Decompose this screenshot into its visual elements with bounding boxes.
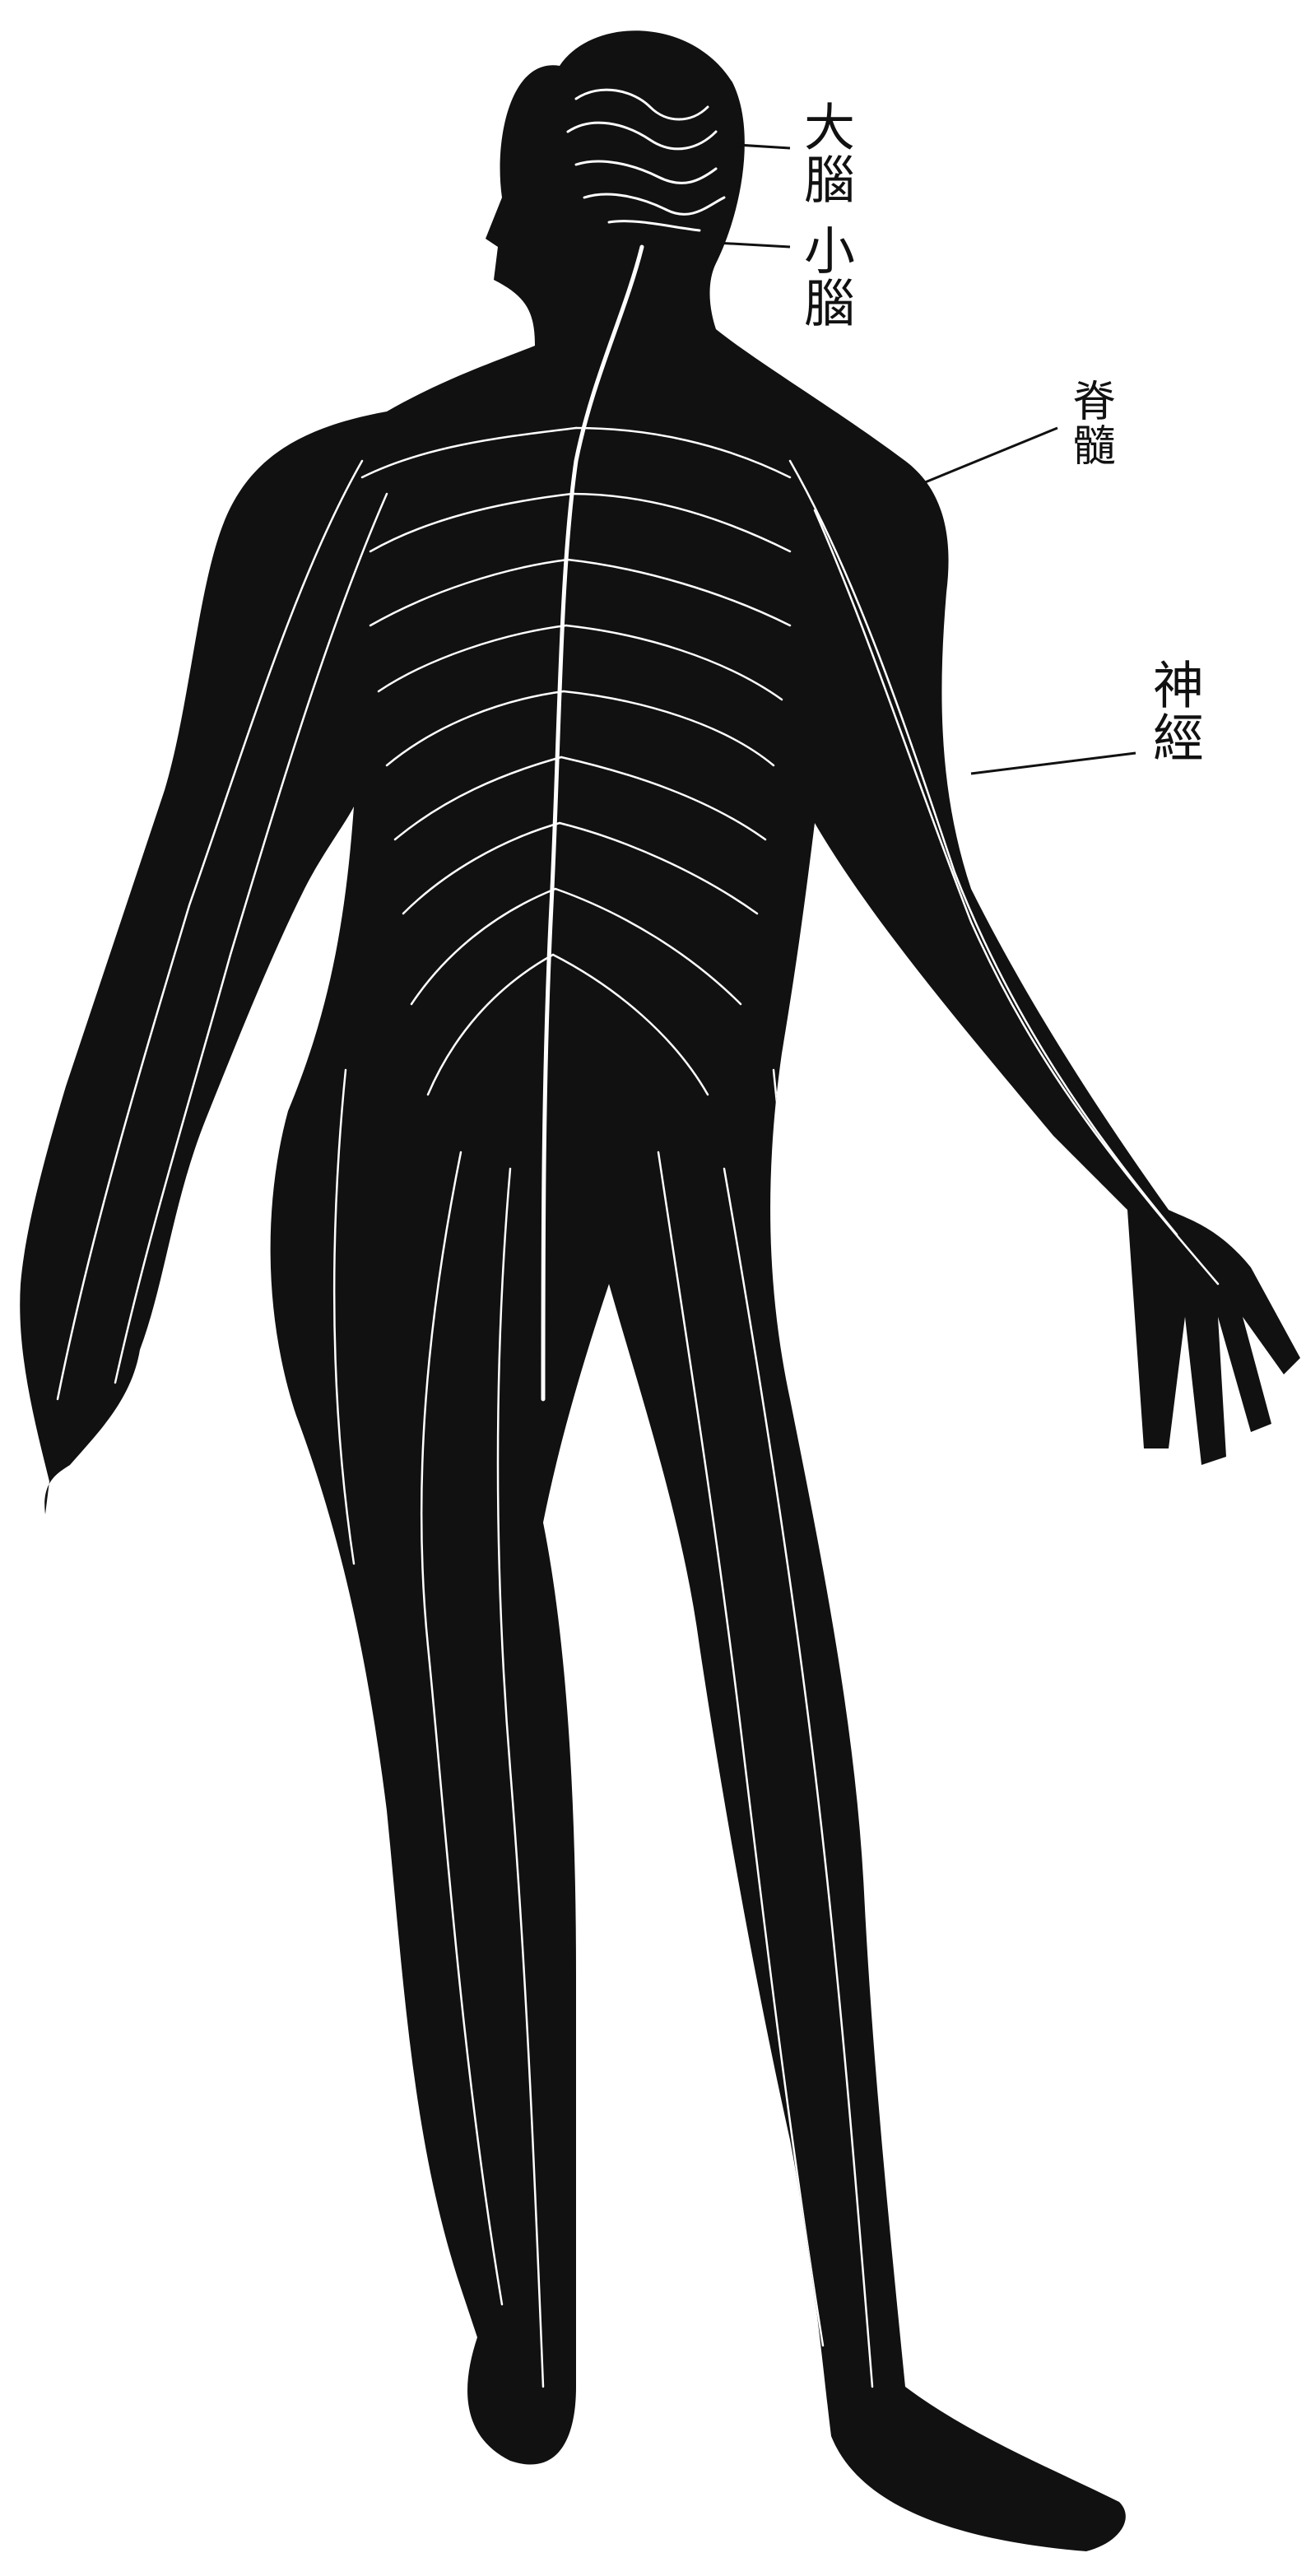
- label-cerebellum: 小腦: [797, 224, 852, 329]
- pointer-cerebellum: [716, 243, 790, 247]
- label-cerebrum: 大腦: [797, 100, 852, 206]
- pointer-nerve: [971, 753, 1136, 774]
- label-nerve: 神經: [1146, 658, 1201, 764]
- pointer-spinal-cord: [897, 428, 1057, 494]
- label-spinal-cord: 脊髓: [1067, 379, 1113, 467]
